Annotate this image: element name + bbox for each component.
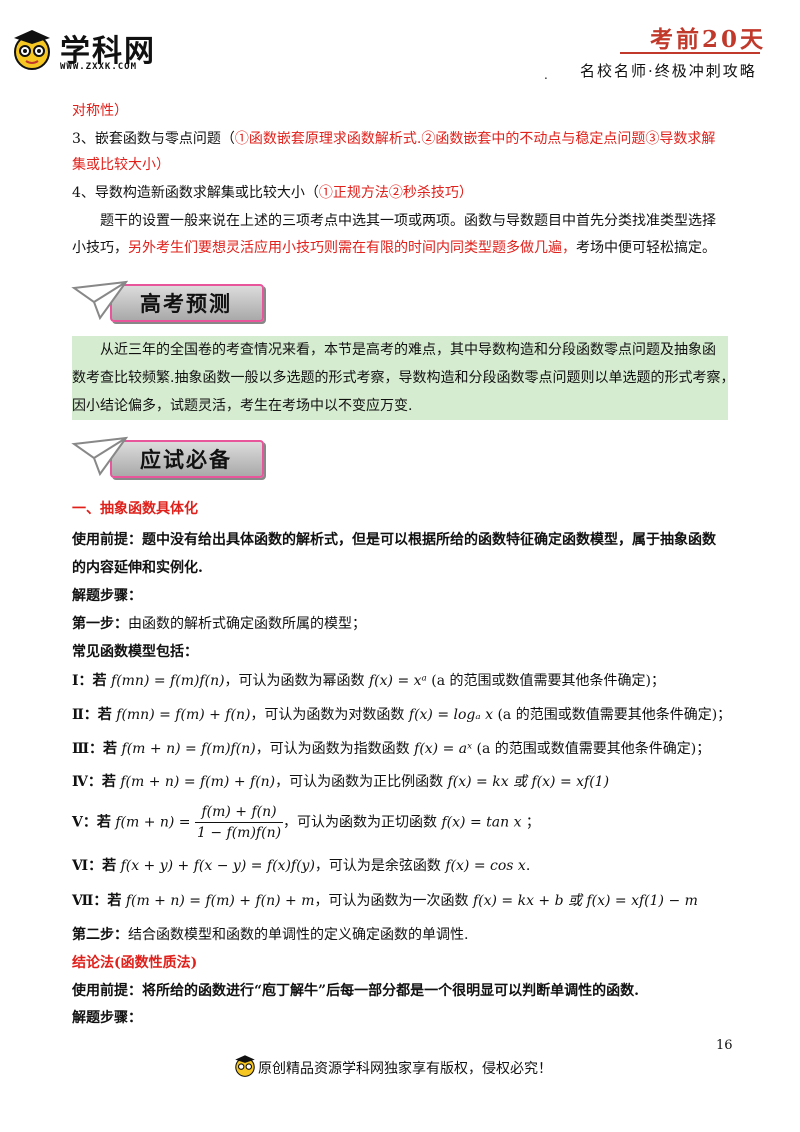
section-heading: 一、抽象函数具体化 — [72, 501, 198, 517]
models-label: 常见函数模型包括： — [72, 644, 198, 660]
model-6-label: Ⅵ：若 — [72, 858, 117, 874]
model-1-text: ，可认为函数为幂函数 — [224, 673, 365, 689]
model-6-text: ，可认为是余弦函数 — [314, 858, 441, 874]
model-1-label: Ⅰ：若 — [72, 673, 107, 689]
model-5: Ⅴ：若 f(m + n) = f(m) + f(n) 1 − f(m)f(n)，可… — [72, 802, 540, 843]
prediction-line-1: 从近三年的全国卷的考查情况来看，本节是高考的难点，其中导数构造和分段函数零点问题… — [100, 342, 716, 358]
model-3-tail: (a 的范围或数值需要其他条件确定)； — [476, 741, 711, 757]
line-4a: 4、导数构造新函数求解集或比较大小（ — [72, 185, 319, 201]
header-title: 考前20天 — [650, 26, 767, 53]
footer-copyright: 原创精品资源学科网独家享有版权，侵权必究！ — [258, 1061, 552, 1077]
line-2: 3、嵌套函数与零点问题（①函数嵌套原理求函数解析式.②函数嵌套中的不动点与稳定点… — [72, 129, 715, 149]
page-number: 16 — [716, 1038, 733, 1053]
steps-label-2: 解题步骤： — [72, 1010, 142, 1026]
model-2-tail: (a 的范围或数值需要其他条件确定)； — [497, 707, 732, 723]
prediction-line-2: 数考查比较频繁.抽象函数一般以多选题的形式考察，导数构造和分段函数零点问题则以单… — [72, 370, 735, 386]
model-4-equation: f(m + n) = f(m) + f(n) — [120, 774, 276, 790]
logo-icon — [14, 30, 50, 70]
prediction-box — [72, 336, 728, 420]
model-1: Ⅰ：若 f(mn) = f(m)f(n)，可认为函数为幂函数 f(x) = xᵃ… — [72, 671, 665, 691]
model-4-text: ，可认为函数为正比例函数 — [275, 774, 444, 790]
model-1-function: f(x) = xᵃ — [369, 673, 427, 689]
step-2-label: 第二步： — [72, 927, 128, 943]
banner-box — [110, 284, 264, 322]
prediction-line-3: 因小结论偏多，试题灵活，考生在考场中以不变应万变. — [72, 398, 413, 414]
logo-url: WWW.ZXXK.COM — [60, 62, 138, 72]
model-5-label: Ⅴ：若 — [72, 814, 111, 831]
banner-label: 应试必备 — [140, 448, 232, 472]
model-3: Ⅲ：若 f(m + n) = f(m)f(n)，可认为函数为指数函数 f(x) … — [72, 739, 710, 759]
banner-prep: 应试必备 — [70, 434, 270, 478]
model-7: Ⅶ：若 f(m + n) = f(m) + f(n) + m，可认为函数为一次函… — [72, 891, 698, 911]
model-4-function: f(x) = kx 或 f(x) = xf(1) — [447, 774, 610, 790]
model-2-equation: f(mn) = f(m) + f(n) — [116, 707, 251, 723]
model-5-denominator: 1 − f(m)f(n) — [197, 825, 282, 841]
paper-plane-icon — [71, 280, 129, 321]
model-6: Ⅵ：若 f(x + y) + f(x − y) = f(x)f(y)，可认为是余… — [72, 856, 530, 876]
line-6: 小技巧，另外考生们要想灵活应用小技巧则需在有限的时间内同类型题多做几遍，考场中便… — [72, 238, 716, 258]
premise-line-2: 的内容延伸和实例化. — [72, 560, 203, 576]
premise-line-1: 使用前提：题中没有给出具体函数的解析式，但是可以根据所给的函数特征确定函数模型，… — [72, 532, 716, 548]
header-subtitle: 名校名师·终极冲刺攻略 — [580, 62, 757, 80]
paper-plane-icon — [71, 436, 129, 477]
model-1-equation: f(mn) = f(m)f(n) — [111, 673, 225, 689]
steps-label: 解题步骤： — [72, 588, 142, 604]
step-2: 第二步：结合函数模型和函数的单调性的定义确定函数的单调性. — [72, 925, 468, 945]
line-3: 集或比较大小） — [72, 157, 170, 173]
model-7-text: ，可认为函数为一次函数 — [314, 893, 469, 909]
premise-line-3: 使用前提：将所给的函数进行“庖丁解牛”后每一部分都是一个很明显可以判断单调性的函… — [72, 983, 639, 999]
model-5-tail: ； — [525, 814, 540, 831]
banner-box — [110, 440, 264, 478]
model-3-text: ，可认为函数为指数函数 — [255, 741, 410, 757]
model-4-label: Ⅳ：若 — [72, 774, 116, 790]
step-2-text: 结合函数模型和函数的单调性的定义确定函数的单调性. — [128, 927, 469, 943]
line-6b: 另外考生们要想灵活应用小技巧则需在有限的时间内同类型题多做几遍， — [128, 240, 576, 256]
model-3-equation: f(m + n) = f(m)f(n) — [121, 741, 256, 757]
model-5-text: ，可认为函数为正切函数 — [283, 814, 438, 831]
model-6-function: f(x) = cos x — [445, 858, 526, 874]
header-dot: . — [544, 68, 548, 82]
section-heading-2: 结论法(函数性质法) — [72, 955, 198, 971]
model-5-lhs: f(m + n) = — [115, 814, 191, 831]
model-3-function: f(x) = aˣ — [414, 741, 473, 757]
model-2-function: f(x) = logₐ x — [408, 707, 493, 723]
model-2-text: ，可认为函数为对数函数 — [250, 707, 405, 723]
header-divider — [620, 52, 760, 54]
model-2-label: Ⅱ：若 — [72, 707, 112, 723]
line-4b: ①正规方法②秒杀技巧） — [318, 185, 473, 201]
model-7-label: Ⅶ：若 — [72, 893, 122, 909]
model-7-function: f(x) = kx + b 或 f(x) = xf(1) − m — [472, 893, 698, 909]
model-6-tail: . — [525, 858, 531, 874]
model-1-tail: (a 的范围或数值需要其他条件确定)； — [431, 673, 665, 689]
line-2b: ①函数嵌套原理求函数解析式.②函数嵌套中的不动点与稳定点问题③导数求解 — [234, 131, 716, 147]
model-3-label: Ⅲ：若 — [72, 741, 118, 757]
model-2: Ⅱ：若 f(mn) = f(m) + f(n)，可认为函数为对数函数 f(x) … — [72, 705, 731, 725]
line-5: 题干的设置一般来说在上述的三项考点中选其一项或两项。函数与导数题目中首先分类找准… — [100, 213, 716, 229]
banner-label: 高考预测 — [140, 292, 232, 316]
line-6c: 考场中便可轻松搞定。 — [576, 240, 716, 256]
line-1: 对称性） — [72, 103, 128, 119]
model-7-equation: f(m + n) = f(m) + f(n) + m — [125, 893, 315, 909]
step-1: 第一步：由函数的解析式确定函数所属的模型； — [72, 614, 366, 634]
banner-prediction: 高考预测 — [70, 278, 270, 322]
model-5-function: f(x) = tan x — [441, 814, 522, 831]
line-4: 4、导数构造新函数求解集或比较大小（①正规方法②秒杀技巧） — [72, 183, 473, 203]
model-4: Ⅳ：若 f(m + n) = f(m) + f(n)，可认为函数为正比例函数 f… — [72, 772, 609, 792]
line-6a: 小技巧， — [72, 240, 128, 256]
step-1-label: 第一步： — [72, 616, 128, 632]
step-1-text: 由函数的解析式确定函数所属的模型； — [128, 616, 366, 632]
model-6-equation: f(x + y) + f(x − y) = f(x)f(y) — [120, 858, 315, 874]
model-5-fraction: f(m) + f(n) 1 − f(m)f(n) — [195, 802, 284, 843]
line-2a: 3、嵌套函数与零点问题（ — [72, 131, 235, 147]
footer-logo-icon — [235, 1055, 255, 1077]
model-5-numerator: f(m) + f(n) — [195, 802, 284, 823]
logo-text: 学科网 — [60, 34, 156, 69]
